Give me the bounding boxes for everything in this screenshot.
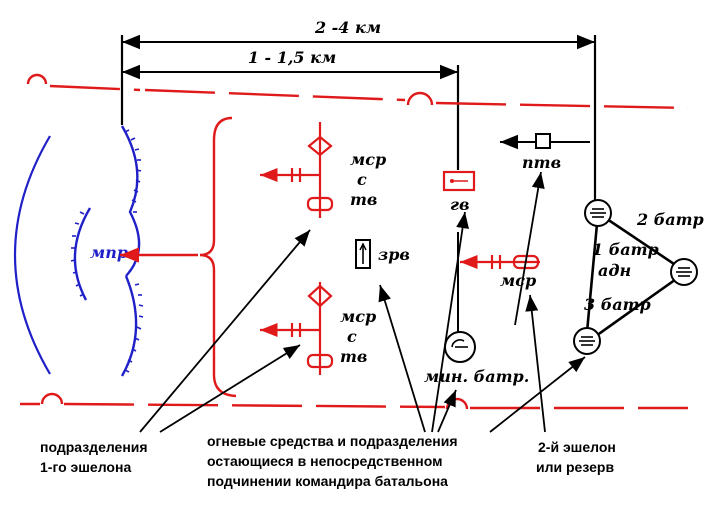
boundary-bottom [20, 392, 688, 410]
svg-text:2-й эшелон: 2-й эшелон [538, 439, 616, 455]
svg-text:1-го эшелона: 1-го эшелона [40, 459, 131, 475]
ptv-label: птв [522, 153, 561, 172]
pointer-arrows [139, 171, 586, 433]
batr2-label: 2 батр [636, 210, 704, 229]
svg-text:мср: мср [350, 150, 386, 169]
svg-text:с: с [347, 327, 357, 346]
ptv-symbol: птв [500, 133, 590, 172]
gv-label: гв [450, 195, 470, 214]
svg-text:тв: тв [350, 190, 377, 209]
batr3-label: 3 батр [584, 295, 651, 314]
svg-text:подразделения: подразделения [40, 439, 148, 455]
distance-outer-label: 2 -4 км [314, 18, 381, 37]
zrv-label: зрв [378, 245, 410, 264]
svg-text:огневые средства и подразделен: огневые средства и подразделения [207, 433, 458, 449]
gv-symbol: гв [442, 170, 476, 214]
msr-tv-top-symbol [260, 122, 334, 218]
adn-label: адн [598, 261, 631, 280]
note-first-echelon: подразделения 1-го эшелона [40, 439, 148, 475]
distance-inner: 1 - 1,5 км [122, 48, 460, 170]
min-batr-symbol: мин. батр. [424, 232, 529, 386]
svg-text:с: с [357, 170, 367, 189]
distance-inner-label: 1 - 1,5 км [248, 48, 336, 67]
svg-text:подчинении командира батальона: подчинении командира батальона [207, 473, 448, 489]
msr-tv-bottom-label: мср с тв [340, 307, 376, 366]
mpr-arc: мпр [14, 125, 144, 377]
note-fire-means: огневые средства и подразделения остающи… [207, 433, 458, 489]
msr-tv-bottom-symbol [260, 282, 334, 375]
msr-second-symbol [460, 254, 540, 270]
first-echelon-brace [119, 116, 237, 398]
distance-outer: 2 -4 км [120, 18, 597, 200]
mpr-label: мпр [90, 243, 128, 262]
adn-triangle: 2 батр 1 батр адн 3 батр [573, 199, 704, 355]
svg-text:остающиеся в непосредственном: остающиеся в непосредственном [207, 453, 443, 469]
svg-text:или резерв: или резерв [536, 459, 614, 475]
svg-text:тв: тв [340, 347, 367, 366]
msr-second-label: мср [500, 271, 536, 290]
msr-tv-top-label: мср с тв [350, 150, 386, 209]
zrv-symbol: зрв [355, 239, 410, 269]
boundary-top [26, 73, 689, 110]
svg-text:мср: мср [340, 307, 376, 326]
note-second-echelon: 2-й эшелон или резерв [536, 439, 616, 475]
batr1-label: 1 батр [592, 240, 659, 259]
min-batr-label: мин. батр. [424, 367, 529, 386]
